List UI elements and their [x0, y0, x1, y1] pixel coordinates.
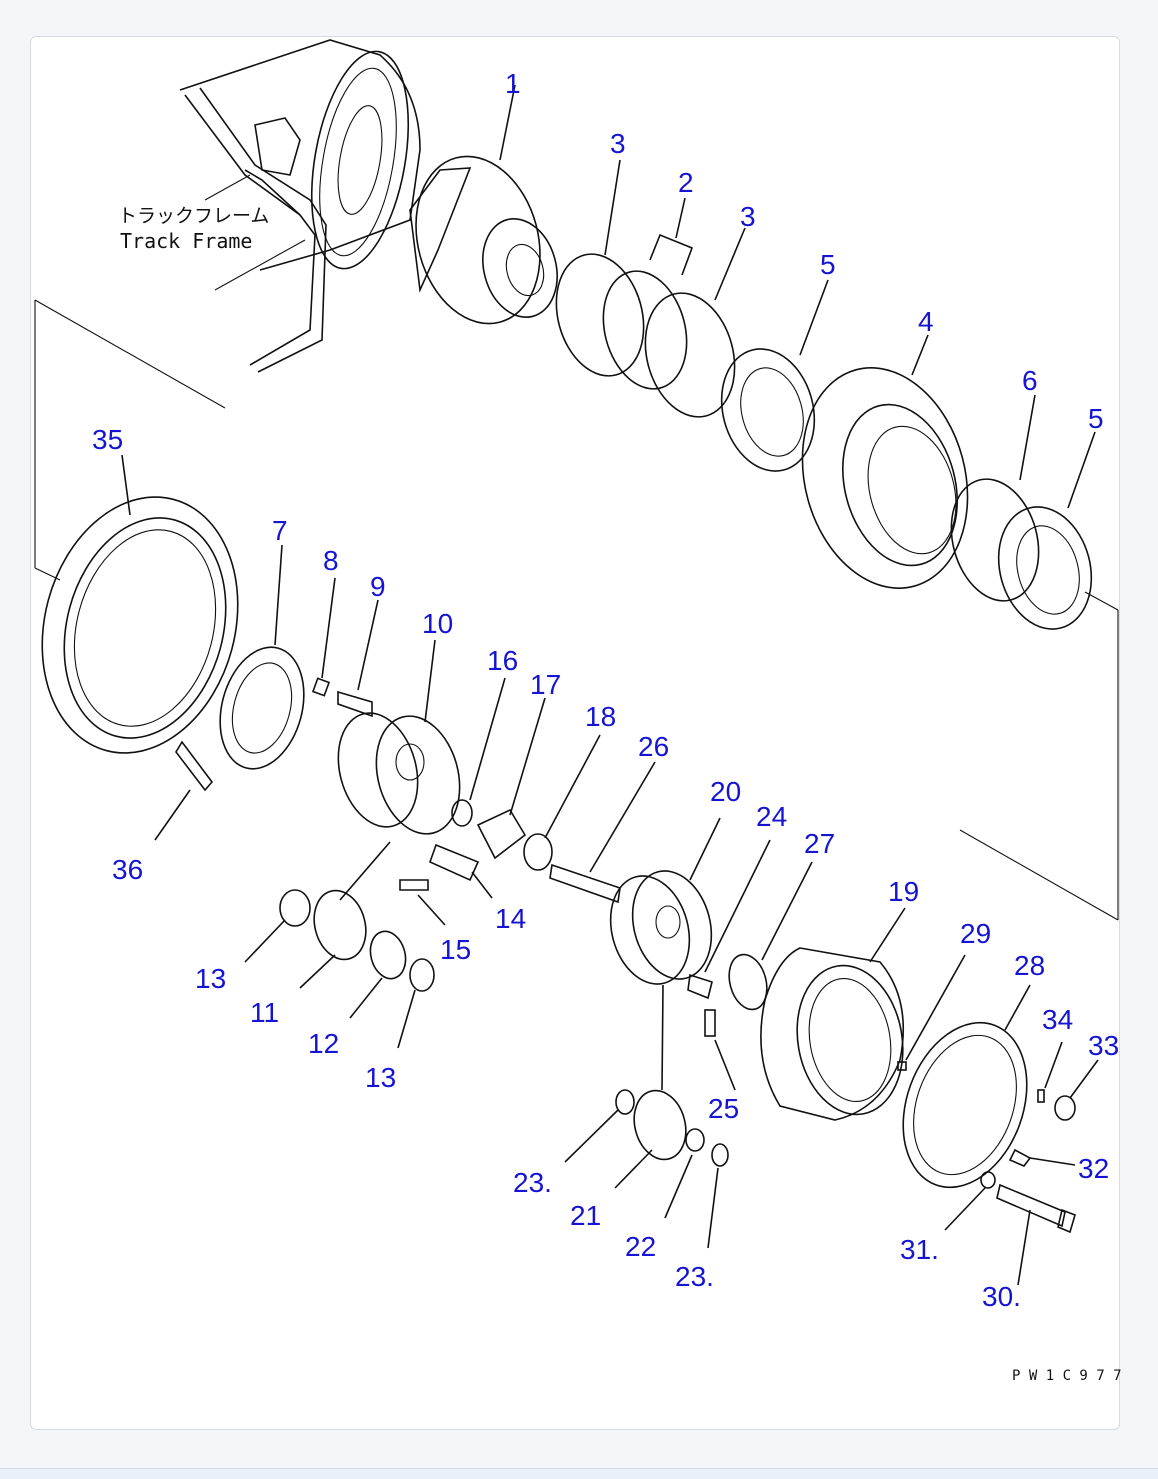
callout-34: 34: [1042, 1004, 1073, 1035]
parts-11-12-13-bearings: [244, 841, 435, 1049]
callout-33: 33: [1088, 1030, 1119, 1061]
callout-27: 27: [804, 828, 835, 859]
parts-24-25-27: [687, 839, 813, 1091]
part-35-sprocket: [41, 454, 239, 754]
callout-20: 20: [710, 776, 741, 807]
callout-2: 2: [678, 167, 694, 198]
drawing-code: P W 1 C 9 7 7: [1012, 1368, 1122, 1384]
callout-32: 32: [1078, 1153, 1109, 1184]
part-7-seal: [219, 544, 305, 770]
callout-16: 16: [487, 645, 518, 676]
part-4-hub: [801, 334, 969, 589]
parts-21-22-23: [564, 1089, 729, 1249]
callout-21: 21: [570, 1200, 601, 1231]
callout-22: 22: [625, 1231, 656, 1262]
callout-8: 8: [323, 545, 339, 576]
callout-1: 1: [505, 68, 521, 99]
callout-19: 19: [888, 876, 919, 907]
callout-9: 9: [370, 571, 386, 602]
callout-18: 18: [585, 701, 616, 732]
callout-30: 30.: [982, 1281, 1021, 1312]
part-36-bolt: [154, 740, 214, 841]
part-26-shaft: [549, 761, 656, 904]
parts-30-34-fasteners: [944, 1041, 1099, 1286]
callout-14: 14: [495, 903, 526, 934]
callout-28: 28: [1014, 950, 1045, 981]
part-2-3-seal-rings: [555, 159, 746, 418]
part-19-ring-gear: [760, 907, 906, 1121]
callout-4: 4: [918, 306, 934, 337]
track-frame-drawing: [179, 39, 421, 373]
callout-15: 15: [440, 934, 471, 965]
parts-16-17-18: [451, 677, 601, 871]
callout-13b: 13: [365, 1062, 396, 1093]
callout-3b: 3: [740, 201, 756, 232]
track-frame-label-en: Track Frame: [120, 229, 252, 253]
callout-36: 36: [112, 854, 143, 885]
track-frame-label-jp: トラックフレーム: [118, 205, 269, 227]
callouts: 1 2 3 3 4 5 5 6 7 8 9 10 11 12 13 13 14 …: [92, 68, 1119, 1312]
callout-5a: 5: [820, 249, 836, 280]
callout-17: 17: [530, 669, 561, 700]
callout-13a: 13: [195, 963, 226, 994]
part-28-cover-and-29-plug: [897, 954, 1031, 1189]
callout-25: 25: [708, 1093, 739, 1124]
part-10-carrier: [337, 639, 461, 835]
part-8-9-fasteners: [311, 577, 379, 718]
parts-14-15-pins: [399, 843, 493, 926]
callout-3a: 3: [610, 128, 626, 159]
callout-26: 26: [638, 731, 669, 762]
callout-23b: 23.: [675, 1261, 714, 1292]
part-20-carrier: [609, 817, 721, 1091]
part-6-ring-and-part-5-bearing: [950, 394, 1096, 630]
diagram-card: [30, 36, 1120, 1430]
callout-29: 29: [960, 918, 991, 949]
callout-5b: 5: [1088, 403, 1104, 434]
guide-lines: [34, 299, 1119, 921]
callout-24: 24: [756, 801, 787, 832]
callout-11: 11: [250, 997, 279, 1028]
callout-31: 31.: [900, 1234, 939, 1265]
callout-12: 12: [308, 1028, 339, 1059]
callout-6: 6: [1022, 365, 1038, 396]
part-5-bearing-upper: [720, 279, 829, 472]
callout-10: 10: [422, 608, 453, 639]
bottom-bar: [0, 1468, 1158, 1479]
callout-23a: 23.: [513, 1167, 552, 1198]
callout-7: 7: [272, 515, 288, 546]
callout-35: 35: [92, 424, 123, 455]
part-1-travel-motor: [409, 84, 558, 325]
